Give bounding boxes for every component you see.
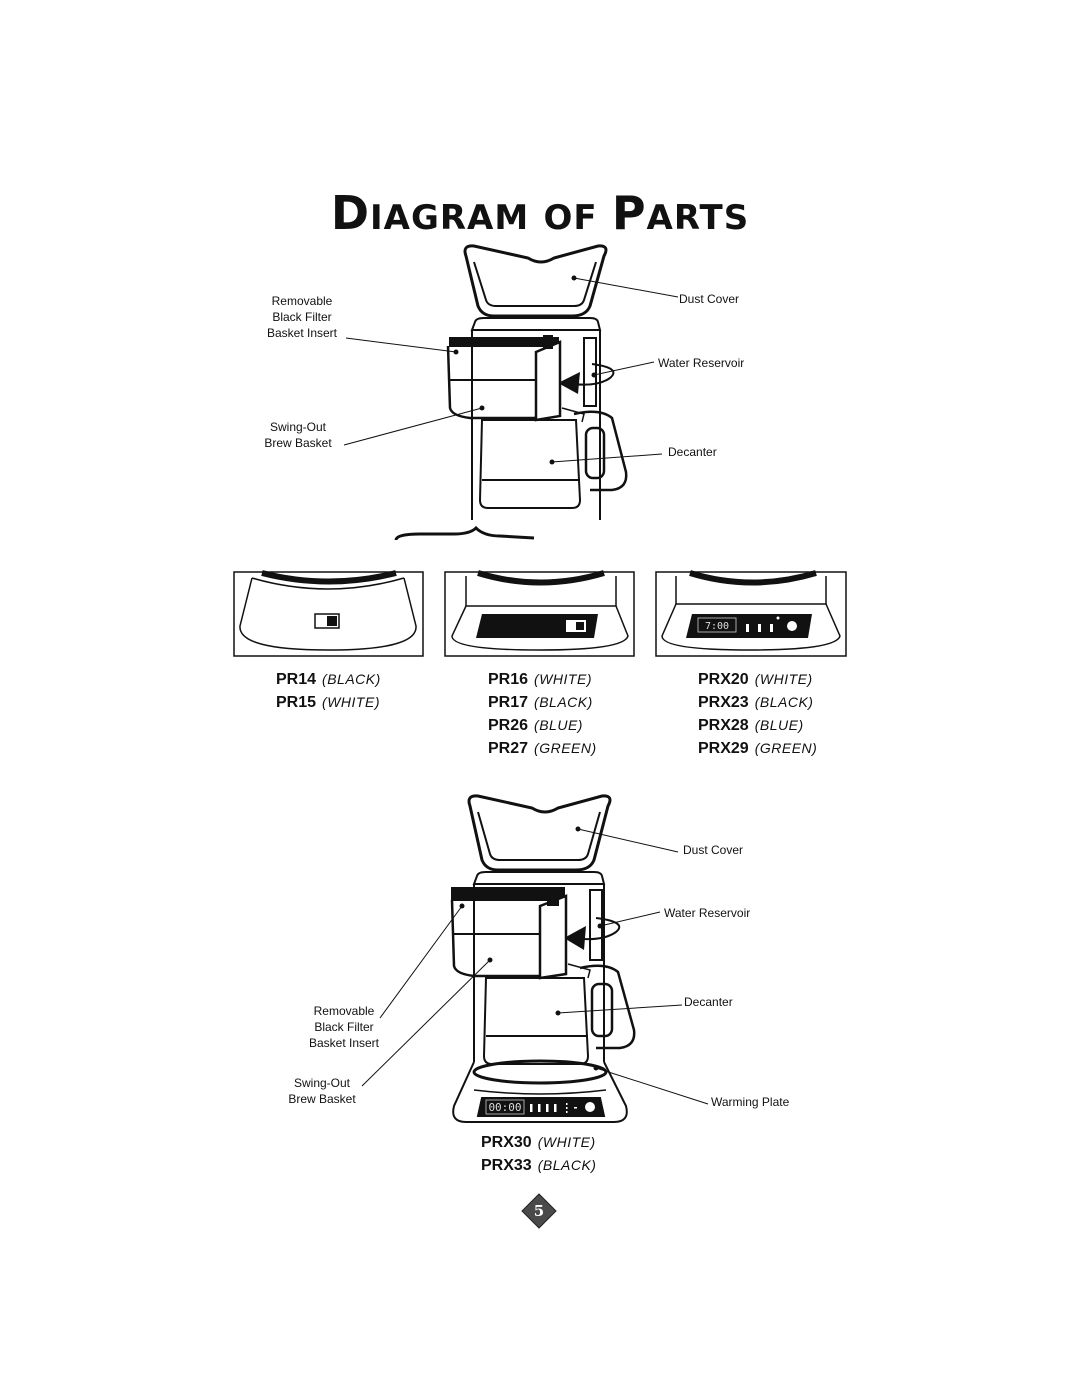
base-variant-1-panel [233,570,424,657]
label-decanter-top: Decanter [668,445,717,459]
dust-cover-bottom [467,794,612,872]
warming-plate-base [452,1061,628,1123]
label-water-reservoir-top: Water Reservoir [658,356,745,370]
clock-display: 7:00 [705,621,729,632]
label-brew-basket-bottom: Swing-Out Brew Basket [288,1076,356,1106]
model-list-1: PR14(BLACK) PR15(WHITE) [276,671,381,711]
label-dust-cover-bottom: Dust Cover [683,843,744,857]
page-number-badge: 5 [521,1193,557,1229]
label-dust-cover-top: Dust Cover [679,292,740,306]
page-title: DIAGRAM OF PARTS [330,186,750,240]
decanter-bottom [482,977,590,1065]
label-warming-plate: Warming Plate [711,1095,790,1109]
page-number: 5 [533,1202,545,1220]
label-filter-insert-top: Removable Black Filter Basket Insert [266,294,338,340]
filter-basket-insert-bottom [451,887,565,901]
label-water-reservoir-bottom: Water Reservoir [664,906,751,920]
base-variant-3-panel: 7:00 [655,570,847,657]
water-reservoir-window [583,337,597,407]
warming-plate [472,1059,608,1085]
model-list-2: PR16(WHITE) PR17(BLACK) PR26(BLUE) PR27(… [488,671,597,757]
model-list-bottom: PRX30(WHITE) PRX33(BLACK) [481,1134,597,1174]
label-brew-basket-top: Swing-Out Brew Basket [264,420,332,450]
model-list-3: PRX20(WHITE) PRX23(BLACK) PRX28(BLUE) PR… [698,671,818,757]
clock-display-bottom: 00:00 [488,1101,521,1114]
decanter-top [478,419,582,509]
label-filter-insert-bottom: Removable Black Filter Basket Insert [308,1004,380,1050]
digital-panel-bottom: 00:00 [485,1099,595,1115]
dust-cover-top [463,244,608,318]
label-decanter-bottom: Decanter [684,995,733,1009]
base-variant-2-panel [444,570,635,657]
